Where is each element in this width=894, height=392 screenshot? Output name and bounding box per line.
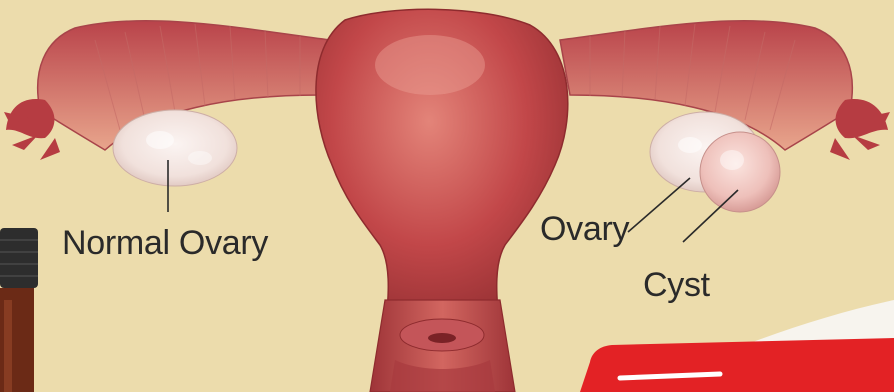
normal-ovary [113, 110, 237, 186]
uterus [316, 9, 568, 330]
cyst [700, 132, 780, 212]
right-fimbriae [830, 99, 890, 160]
red-badge-icon [580, 300, 894, 392]
label-normal-ovary: Normal Ovary [62, 226, 268, 260]
label-cyst: Cyst [643, 268, 710, 302]
label-ovary: Ovary [540, 212, 629, 246]
leader-line-ovary [628, 178, 690, 232]
cervix [370, 300, 515, 392]
bottle-icon [0, 228, 38, 392]
